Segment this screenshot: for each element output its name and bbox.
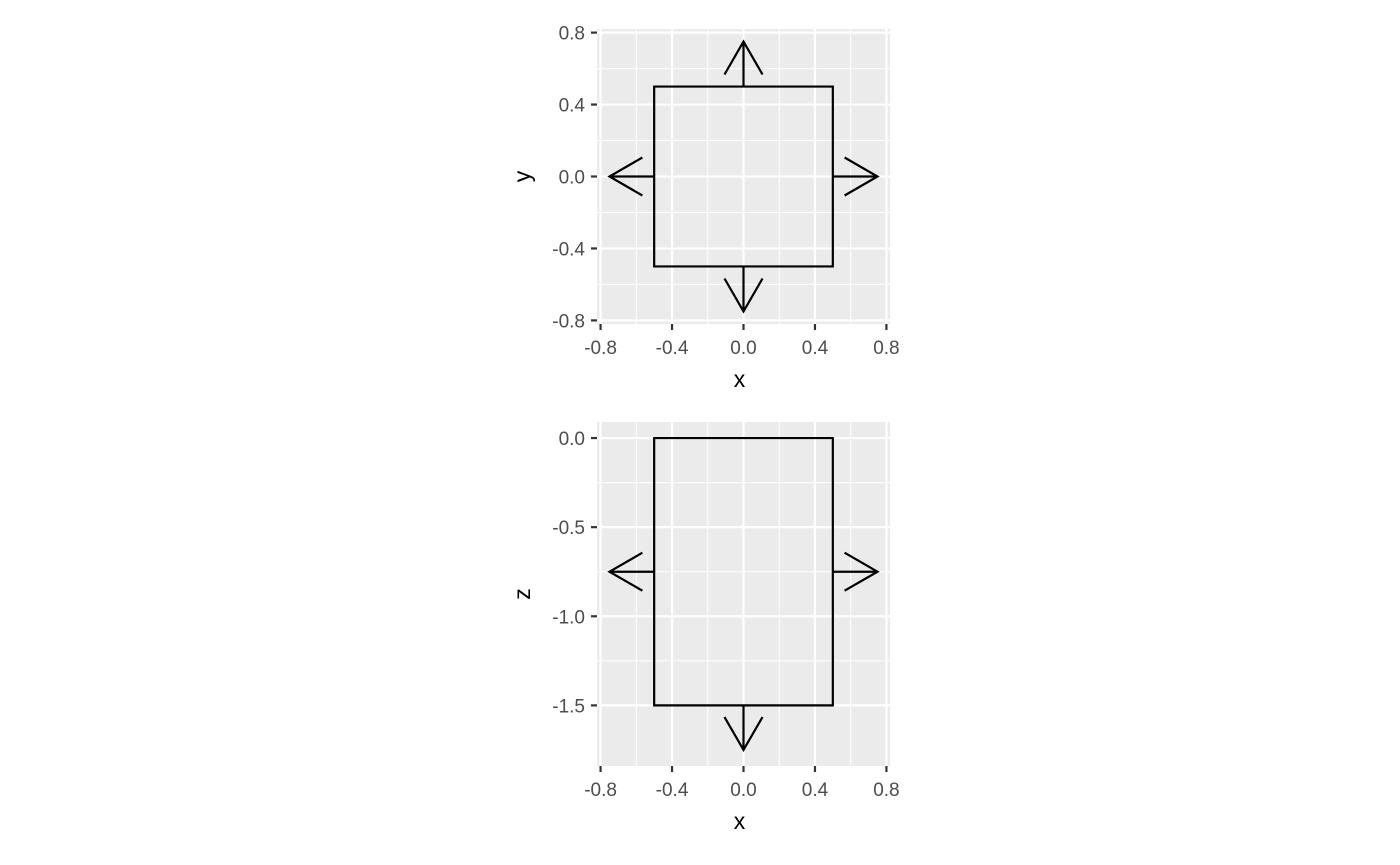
y-axis-title: z xyxy=(509,588,535,600)
xz-panel: -0.8 -0.4 0.0 0.4 0.8 -1.5 -1.0 -0.5 0.0 x z xyxy=(509,422,900,834)
arrow-head xyxy=(607,551,643,592)
x-tick-label: 0.4 xyxy=(802,780,829,801)
x-axis-title: x xyxy=(734,366,746,392)
y-tick-label: -1.0 xyxy=(552,607,585,628)
x-tick-label: 0.0 xyxy=(730,338,756,359)
y-tick-label: 0.0 xyxy=(559,429,585,450)
arrow xyxy=(723,266,764,314)
y-tick-label: -0.4 xyxy=(552,239,585,260)
x-tick-label: 0.8 xyxy=(873,338,899,359)
arrow xyxy=(607,551,655,592)
arrow-head xyxy=(844,156,880,197)
arrow xyxy=(723,705,764,753)
x-tick-label: 0.8 xyxy=(873,780,899,801)
x-tick-label: -0.8 xyxy=(584,338,617,359)
x-tick-label: -0.4 xyxy=(656,338,689,359)
arrow-head xyxy=(844,551,880,592)
outline-polygon xyxy=(653,85,834,268)
arrow-head xyxy=(607,156,643,197)
y-tick-label: -1.5 xyxy=(552,696,585,717)
x-tick-label: 0.0 xyxy=(730,780,756,801)
y-tick-label: 0.0 xyxy=(559,168,585,189)
arrow-head xyxy=(723,277,764,314)
x-tick-label: -0.4 xyxy=(656,780,689,801)
y-tick-label: 0.4 xyxy=(559,96,586,117)
x-axis-title: x xyxy=(734,808,746,834)
y-tick-label: -0.8 xyxy=(552,311,585,332)
arrow xyxy=(607,156,655,197)
x-tick-label: 0.4 xyxy=(802,338,829,359)
y-tick-label: -0.5 xyxy=(552,518,585,539)
arrow-head xyxy=(723,716,764,753)
y-axis-title: y xyxy=(509,170,535,182)
arrow-head xyxy=(723,39,764,76)
y-tick-label: 0.8 xyxy=(559,24,585,45)
x-tick-label: -0.8 xyxy=(584,780,617,801)
xy-panel: -0.8 -0.4 0.0 0.4 0.8 -0.8 -0.4 0.0 0.4 0.8 x y xyxy=(509,24,900,392)
arrow xyxy=(723,39,764,87)
arrow xyxy=(832,156,880,197)
arrow xyxy=(832,551,880,592)
outline-polygon xyxy=(653,436,834,707)
